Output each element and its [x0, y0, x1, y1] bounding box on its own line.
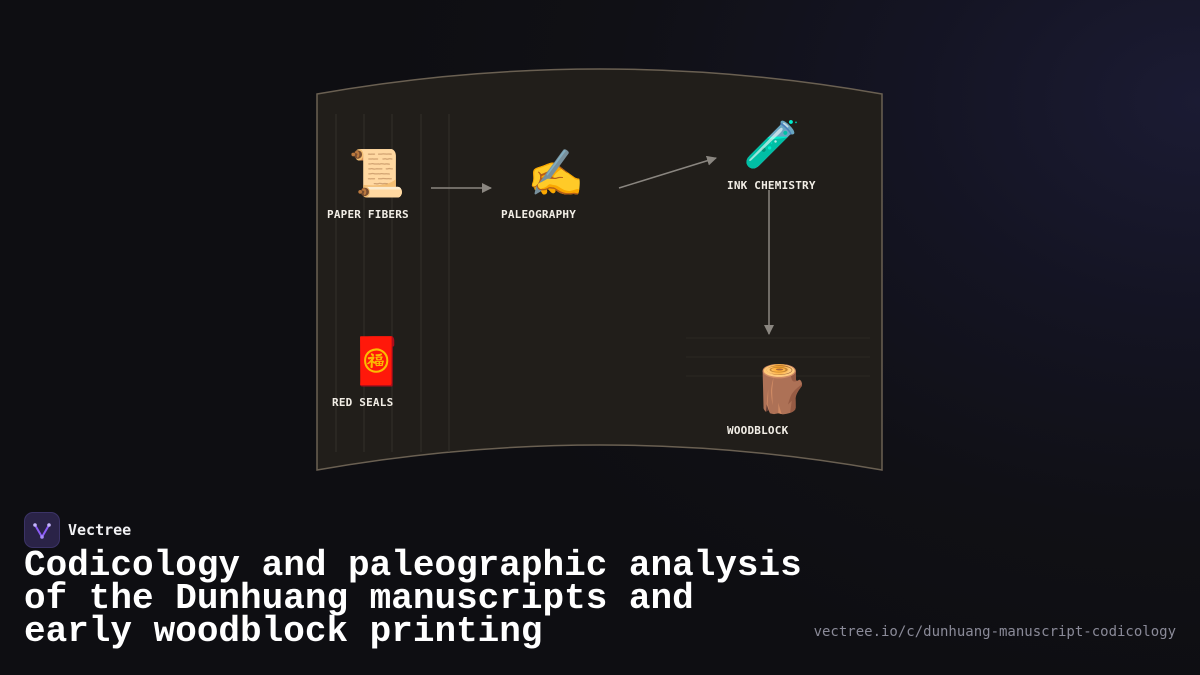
test-tube-icon: 🧪 [743, 117, 801, 171]
edge-paleography-to-ink-chemistry [618, 155, 717, 189]
node-label-woodblock: WOODBLOCK [727, 424, 789, 437]
page-title: Codicology and paleographic analysis of … [24, 545, 824, 652]
manuscript-column-lines [335, 114, 450, 452]
wood-log-icon: 🪵 [752, 362, 810, 416]
page-url[interactable]: vectree.io/c/dunhuang-manuscript-codicol… [813, 624, 1176, 640]
vectree-logo-icon [24, 512, 60, 548]
node-label-paper-fibers: PAPER FIBERS [327, 208, 409, 221]
node-label-ink-chemistry: INK CHEMISTRY [727, 179, 816, 192]
manuscript-page-panel [316, 68, 883, 471]
title-line-2: of the Dunhuang manuscripts and [24, 578, 694, 619]
red-envelope-icon: 🧧 [348, 334, 406, 388]
brand[interactable]: Vectree [24, 512, 131, 548]
scroll-icon: 📜 [348, 146, 406, 200]
title-line-3: early woodblock printing [24, 611, 543, 652]
node-label-red-seals: RED SEALS [332, 396, 394, 409]
node-label-paleography: PALEOGRAPHY [501, 208, 577, 221]
brand-name: Vectree [68, 521, 132, 539]
title-line-1: Codicology and paleographic analysis [24, 545, 802, 586]
writing-hand-icon: ✍️ [527, 146, 585, 200]
woodblock-grain-lines [686, 337, 870, 377]
